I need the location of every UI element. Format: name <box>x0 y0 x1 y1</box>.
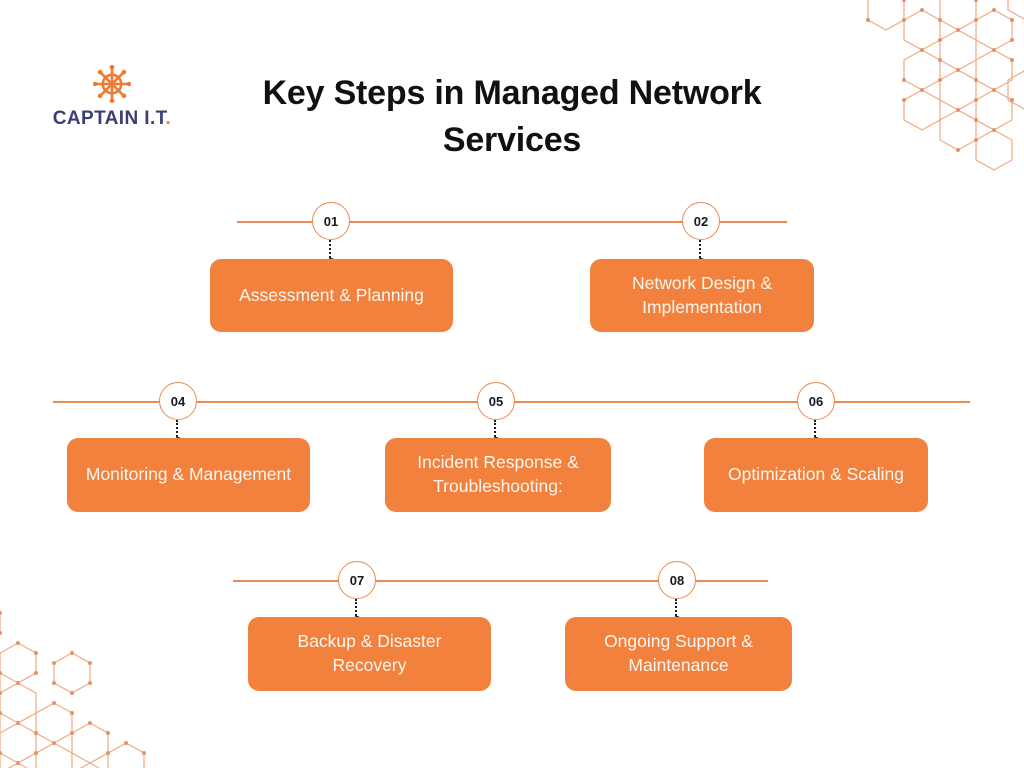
step-box-06[interactable]: Optimization & Scaling <box>704 438 928 512</box>
step-label-08: Ongoing Support & Maintenance <box>604 631 753 675</box>
step-number-01: 01 <box>323 213 339 229</box>
step-connector-06 <box>814 420 818 441</box>
step-connector-05 <box>494 420 498 441</box>
timeline-axis-line-1 <box>237 221 787 223</box>
step-connector-04 <box>176 420 180 441</box>
step-badge-01[interactable]: 01 <box>312 202 350 240</box>
step-label-04: Monitoring & Management <box>85 464 292 485</box>
step-badge-08[interactable]: 08 <box>658 561 696 599</box>
step-connector-02 <box>699 240 703 262</box>
step-number-08: 08 <box>669 572 685 588</box>
step-badge-04[interactable]: 04 <box>159 382 197 420</box>
step-number-05: 05 <box>488 393 504 409</box>
page-title: Key Steps in Managed Network Services <box>262 74 762 159</box>
step-number-06: 06 <box>808 393 824 409</box>
brand-logo: CAPTAIN I.T. <box>48 62 176 140</box>
step-box-07[interactable]: Backup & Disaster Recovery <box>248 617 491 691</box>
step-box-05[interactable]: Incident Response & Troubleshooting: <box>385 438 611 512</box>
step-badge-06[interactable]: 06 <box>797 382 835 420</box>
step-connector-01 <box>329 240 333 262</box>
step-box-04[interactable]: Monitoring & Management <box>67 438 310 512</box>
step-number-02: 02 <box>693 213 709 229</box>
step-box-08[interactable]: Ongoing Support & Maintenance <box>565 617 792 691</box>
brand-name-text: CAPTAIN I.T <box>52 108 166 129</box>
brand-name: CAPTAIN I.T. <box>48 108 176 130</box>
step-badge-05[interactable]: 05 <box>477 382 515 420</box>
step-connector-07 <box>355 599 359 620</box>
step-box-01[interactable]: Assessment & Planning <box>210 259 453 332</box>
hex-lattice-top-right-icon <box>866 0 1024 171</box>
timeline-axis-line-3 <box>233 580 768 582</box>
step-box-02[interactable]: Network Design & Implementation <box>590 259 814 332</box>
step-number-07: 07 <box>349 572 365 588</box>
hex-lattice-bottom-left-icon <box>0 611 146 768</box>
step-label-01: Assessment & Planning <box>239 284 424 305</box>
step-badge-02[interactable]: 02 <box>682 202 720 240</box>
step-badge-07[interactable]: 07 <box>338 561 376 599</box>
step-label-07: Backup & Disaster Recovery <box>297 631 442 675</box>
step-connector-08 <box>675 599 679 620</box>
step-label-02: Network Design & Implementation <box>631 272 773 317</box>
step-label-05: Incident Response & Troubleshooting: <box>417 452 579 496</box>
brand-name-accent-dot: . <box>165 108 172 129</box>
ships-wheel-icon <box>92 64 132 104</box>
step-label-06: Optimization & Scaling <box>727 464 905 485</box>
step-number-04: 04 <box>170 393 186 409</box>
